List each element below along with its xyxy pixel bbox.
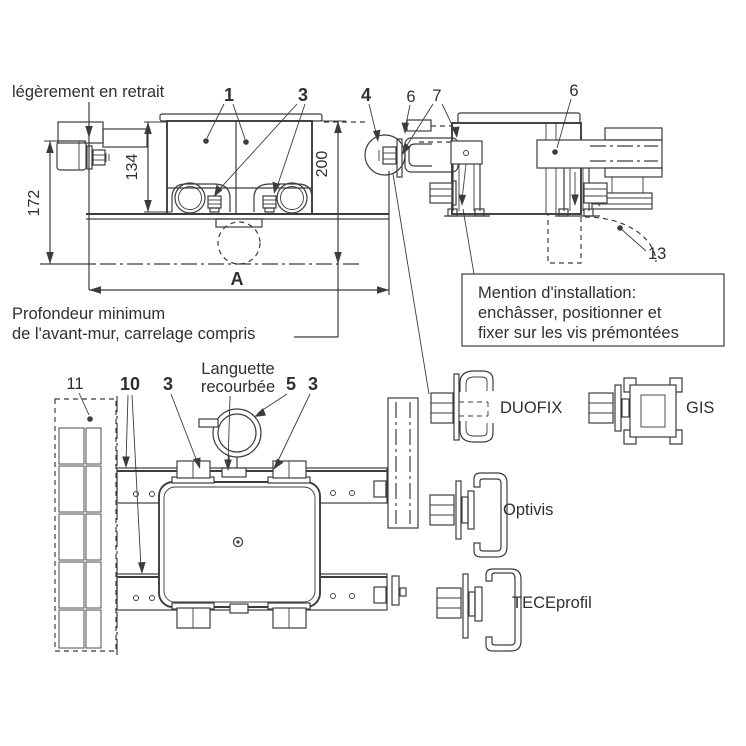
plan-view: 11 10 3 Languette recourbée 5 3 [54, 360, 419, 658]
callout-3: 3 [298, 85, 308, 105]
teceprofil-fastener-icon [436, 568, 522, 652]
pipe-clamp-ring [198, 408, 262, 478]
dim-width-label: A [231, 269, 244, 289]
dim-right-label: 200 [314, 151, 331, 178]
teceprofil-label: TECEprofil [512, 594, 592, 612]
front-callouts: 1 3 4 [203, 85, 381, 197]
installation-note-line3: fixer sur les vis prémontées [478, 324, 679, 342]
recessed-arrow [85, 126, 93, 138]
dim-134: 134 [124, 121, 172, 213]
callout-10: 10 [120, 374, 140, 394]
right-wall-bracket [324, 119, 459, 395]
callout-4: 4 [361, 85, 371, 105]
callout-11: 11 [66, 375, 83, 393]
fastening-systems: DUOFIX GIS Optivis [429, 370, 714, 652]
callout-7: 7 [432, 87, 441, 105]
callout-1: 1 [224, 85, 234, 105]
base-plate [86, 213, 389, 265]
plan-callouts: 11 10 3 Languette recourbée 5 3 [66, 360, 318, 574]
fastener-detail-circle [364, 134, 406, 176]
callout-5: 5 [286, 374, 296, 394]
tiled-wall [54, 396, 118, 658]
duofix-label: DUOFIX [500, 399, 562, 417]
detail-to-systems-leader [392, 173, 430, 395]
optivis-fastener-icon [429, 472, 508, 558]
dim-200: 200 [294, 120, 346, 338]
front-view: légèrement en retrait [12, 83, 460, 395]
installation-note-line1: Mention d'installation: [478, 284, 636, 302]
callout-13: 13 [648, 245, 666, 263]
frame-box [159, 113, 323, 215]
cistern-box [158, 481, 321, 608]
dim-172: 172 [26, 140, 86, 264]
dim-left-label: 172 [26, 190, 43, 217]
installation-note-box: Mention d'installation: enchâsser, posit… [461, 208, 725, 347]
side-right-leg [555, 168, 600, 217]
gis-label: GIS [686, 399, 714, 417]
callout-3c: 3 [308, 374, 318, 394]
side-view: 13 6 Mention d'installation: enchâsser, … [429, 82, 725, 347]
side-lower-rail [583, 182, 653, 210]
duofix-fastener-icon [430, 370, 494, 443]
recessed-note: légèrement en retrait [12, 83, 165, 101]
installation-note-line2: enchâsser, positionner et [478, 304, 662, 322]
rail-nuts [171, 460, 311, 629]
depth-note-line1: Profondeur minimum [12, 305, 165, 323]
drain-pipe-dashed [217, 221, 261, 265]
bracket-callouts: 6 7 [401, 87, 460, 155]
callout-6b: 6 [569, 82, 578, 100]
dim-A: A [89, 171, 390, 295]
optivis-label: Optivis [503, 501, 553, 519]
plan-right-profile [387, 397, 419, 529]
dim-inner-label: 134 [124, 154, 141, 181]
callout-6: 6 [406, 88, 415, 106]
callout-3b: 3 [163, 374, 173, 394]
side-pipe: 13 [547, 213, 666, 264]
tab-note-line2: recourbée [201, 378, 275, 396]
side-left-leg [429, 140, 490, 217]
gis-fastener-icon [588, 377, 683, 445]
depth-note-line2: de l'avant-mur, carrelage compris [12, 325, 255, 343]
tab-note-line1: Languette [201, 360, 274, 378]
